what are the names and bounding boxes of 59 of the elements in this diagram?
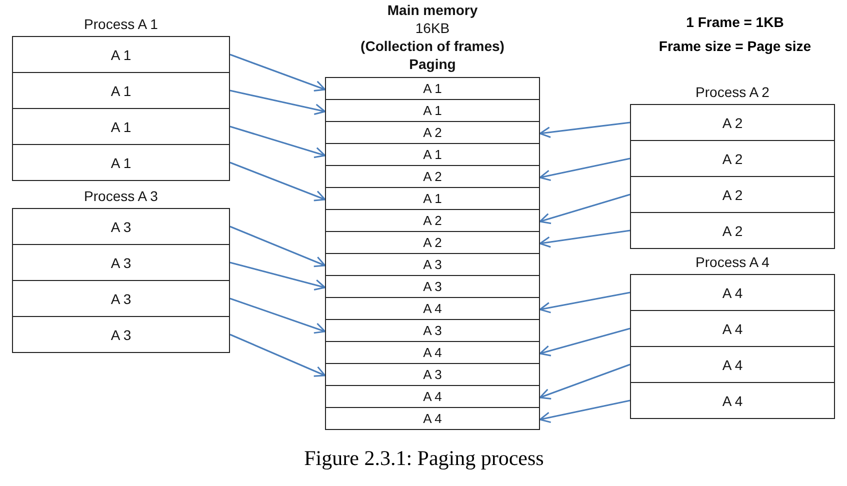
frame-box: A 1 bbox=[325, 143, 540, 166]
note-text: Frame size = Page size bbox=[658, 38, 812, 54]
page-box: A 2 bbox=[630, 212, 835, 249]
page-box: A 4 bbox=[630, 274, 835, 311]
process-heading: Process A 3 bbox=[83, 188, 159, 204]
arrow bbox=[230, 298, 326, 334]
frame-box: A 4 bbox=[325, 385, 540, 408]
process-heading: Process A 4 bbox=[694, 254, 770, 270]
page-box: A 3 bbox=[12, 208, 230, 245]
frame-box: A 1 bbox=[325, 77, 540, 100]
page-box: A 1 bbox=[12, 72, 230, 109]
memory-size: 16KB bbox=[414, 20, 451, 36]
arrow bbox=[539, 328, 630, 356]
arrow bbox=[539, 400, 630, 424]
page-box: A 1 bbox=[12, 144, 230, 181]
arrow bbox=[230, 262, 326, 291]
arrow bbox=[539, 364, 630, 400]
frame-box: A 3 bbox=[325, 363, 540, 386]
note-text: 1 Frame = 1KB bbox=[685, 14, 785, 30]
arrow bbox=[230, 162, 326, 202]
page-box: A 1 bbox=[12, 108, 230, 145]
memory-title: Main memory bbox=[386, 2, 479, 18]
arrow bbox=[539, 158, 630, 182]
frame-box: A 2 bbox=[325, 209, 540, 232]
arrow bbox=[539, 230, 630, 248]
arrow bbox=[539, 122, 630, 138]
frame-box: A 1 bbox=[325, 187, 540, 210]
page-box: A 2 bbox=[630, 176, 835, 213]
process-heading: Process A 1 bbox=[83, 16, 159, 32]
page-box: A 3 bbox=[12, 316, 230, 353]
frame-box: A 2 bbox=[325, 165, 540, 188]
frame-box: A 2 bbox=[325, 231, 540, 254]
page-box: A 3 bbox=[12, 244, 230, 281]
frame-box: A 2 bbox=[325, 121, 540, 144]
page-box: A 1 bbox=[12, 36, 230, 73]
page-box: A 4 bbox=[630, 382, 835, 419]
process-heading: Process A 2 bbox=[694, 84, 770, 100]
arrow bbox=[539, 292, 630, 314]
page-box: A 4 bbox=[630, 310, 835, 347]
arrow bbox=[230, 334, 326, 377]
frame-box: A 3 bbox=[325, 319, 540, 342]
frame-box: A 4 bbox=[325, 297, 540, 320]
page-box: A 2 bbox=[630, 104, 835, 141]
arrow bbox=[230, 54, 326, 92]
arrow bbox=[230, 90, 326, 115]
page-box: A 2 bbox=[630, 140, 835, 177]
frame-box: A 3 bbox=[325, 275, 540, 298]
page-box: A 3 bbox=[12, 280, 230, 317]
memory-heading: Paging bbox=[408, 56, 457, 72]
arrow bbox=[230, 126, 326, 158]
arrow bbox=[539, 194, 630, 224]
frame-box: A 3 bbox=[325, 253, 540, 276]
frame-box: A 4 bbox=[325, 407, 540, 430]
figure-caption: Figure 2.3.1: Paging process bbox=[303, 446, 545, 471]
page-box: A 4 bbox=[630, 346, 835, 383]
frame-box: A 4 bbox=[325, 341, 540, 364]
memory-subtitle: (Collection of frames) bbox=[360, 38, 506, 54]
arrow bbox=[230, 226, 326, 268]
frame-box: A 1 bbox=[325, 99, 540, 122]
